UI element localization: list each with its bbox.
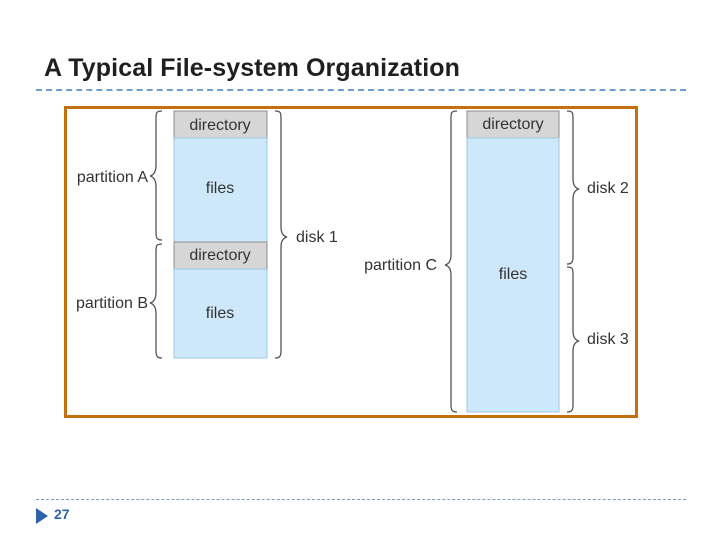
partition-c-files-block xyxy=(466,137,560,413)
partition-c-directory-label: directory xyxy=(482,116,543,133)
disk-1-label: disk 1 xyxy=(296,229,338,246)
partition-a-brace xyxy=(149,110,163,241)
page-number: 27 xyxy=(54,506,70,522)
partition-b-directory-label: directory xyxy=(189,247,250,264)
partition-b-label: partition B xyxy=(76,295,148,312)
partition-a-files-label: files xyxy=(206,180,234,197)
partition-c-label: partition C xyxy=(364,257,437,274)
partition-b-files-block xyxy=(173,268,268,359)
disk-2-brace xyxy=(566,110,580,265)
file-system-diagram: directory files directory files director… xyxy=(64,106,638,418)
footer-divider xyxy=(36,499,686,500)
partition-c-files-label: files xyxy=(499,266,527,283)
title-divider xyxy=(36,89,686,91)
slide-marker-arrow-icon xyxy=(36,508,48,524)
partition-a-directory-block xyxy=(173,110,268,139)
disk-2-label: disk 2 xyxy=(587,180,629,197)
partition-b-brace xyxy=(149,243,163,359)
slide-title: A Typical File-system Organization xyxy=(44,54,460,82)
disk-1-brace xyxy=(274,110,288,359)
partition-c-brace xyxy=(444,110,458,413)
partition-a-directory-label: directory xyxy=(189,117,250,134)
disk-3-label: disk 3 xyxy=(587,331,629,348)
partition-a-label: partition A xyxy=(77,169,148,186)
diagram-canvas: directory files directory files director… xyxy=(76,110,629,413)
disk-3-brace xyxy=(566,266,580,413)
partition-b-files-label: files xyxy=(206,305,234,322)
partition-a-files-block xyxy=(173,137,268,243)
